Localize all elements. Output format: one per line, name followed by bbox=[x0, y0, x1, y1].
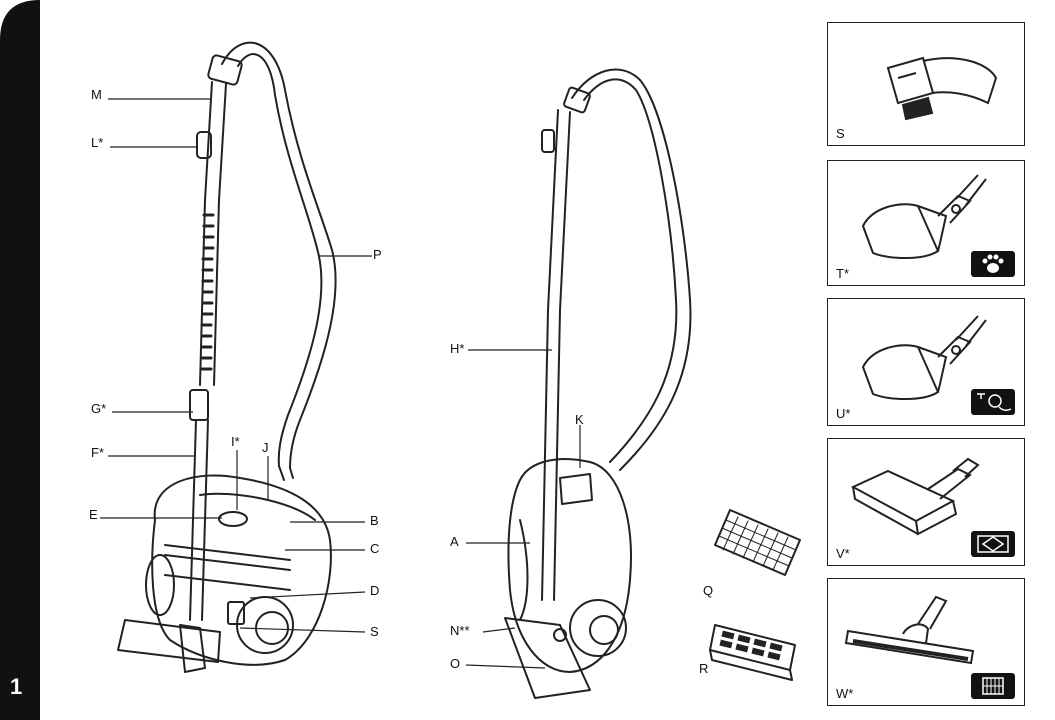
label-l: L* bbox=[91, 135, 104, 150]
panel-t-label: T* bbox=[836, 266, 849, 281]
turbo-nozzle-illustration bbox=[861, 174, 987, 259]
vacuum-illustration bbox=[100, 41, 801, 699]
hose-mid bbox=[571, 68, 692, 471]
figure-number: 1 bbox=[10, 674, 23, 699]
label-a: A bbox=[450, 534, 459, 549]
panel-w: W* bbox=[827, 578, 1025, 706]
hard-floor-nozzle-illustration bbox=[844, 595, 975, 665]
label-p: P bbox=[373, 247, 382, 262]
label-s: S bbox=[370, 624, 379, 639]
panel-t: T* bbox=[827, 160, 1025, 286]
brush-nozzle-icon bbox=[886, 56, 998, 121]
label-n: N** bbox=[450, 623, 470, 638]
panel-s: S bbox=[827, 22, 1025, 146]
turbo-brush-icon bbox=[971, 389, 1015, 415]
page-tab bbox=[0, 0, 40, 720]
nozzle-left bbox=[117, 619, 221, 663]
label-c: C bbox=[370, 541, 380, 556]
carpet-icon bbox=[971, 531, 1015, 557]
label-o: O bbox=[450, 656, 461, 671]
label-i: I* bbox=[231, 434, 240, 449]
wand-mid bbox=[541, 309, 561, 601]
filter-r bbox=[709, 624, 796, 681]
turbo-brush-illustration bbox=[861, 315, 987, 400]
body-mid bbox=[507, 458, 632, 673]
label-b: B bbox=[370, 513, 379, 528]
label-k: K bbox=[575, 412, 584, 427]
label-e: E bbox=[89, 507, 98, 522]
nozzle-mid bbox=[504, 617, 591, 699]
carpet-nozzle-illustration bbox=[850, 457, 980, 536]
body-left bbox=[151, 474, 332, 666]
panel-w-label: W* bbox=[836, 686, 854, 701]
hard-floor-icon bbox=[971, 673, 1015, 699]
filter-q bbox=[714, 509, 801, 576]
panel-v: V* bbox=[827, 438, 1025, 566]
label-j: J bbox=[262, 440, 269, 455]
paw-icon bbox=[971, 251, 1015, 277]
label-m: M bbox=[91, 87, 102, 102]
label-h: H* bbox=[450, 341, 465, 356]
label-g: G* bbox=[91, 401, 107, 416]
panel-u: U* bbox=[827, 298, 1025, 426]
label-f: F* bbox=[91, 445, 104, 460]
label-r: R bbox=[699, 661, 709, 676]
label-d: D bbox=[370, 583, 380, 598]
panel-s-label: S bbox=[836, 126, 845, 141]
panel-v-label: V* bbox=[836, 546, 850, 561]
hose-left bbox=[221, 41, 337, 469]
panel-u-label: U* bbox=[836, 406, 851, 421]
label-q: Q bbox=[703, 583, 714, 598]
